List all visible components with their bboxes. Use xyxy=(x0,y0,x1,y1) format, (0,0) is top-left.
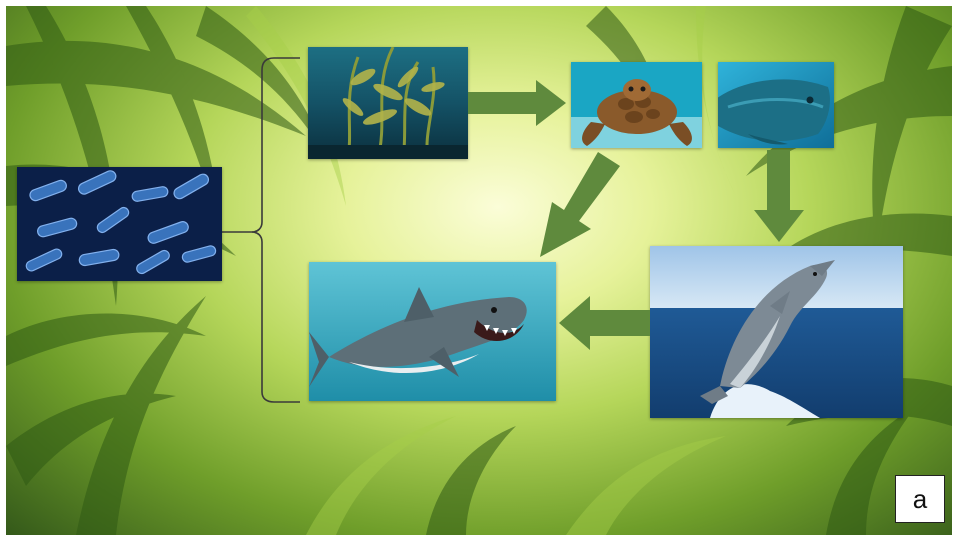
arrow-turtle-to-shark xyxy=(540,152,620,257)
arrow-fish-to-dolphin xyxy=(754,150,804,242)
arrow-dolphin-to-shark xyxy=(559,296,650,350)
arrow-kelp-to-turtle xyxy=(468,80,566,126)
panel-label: a xyxy=(895,475,945,523)
